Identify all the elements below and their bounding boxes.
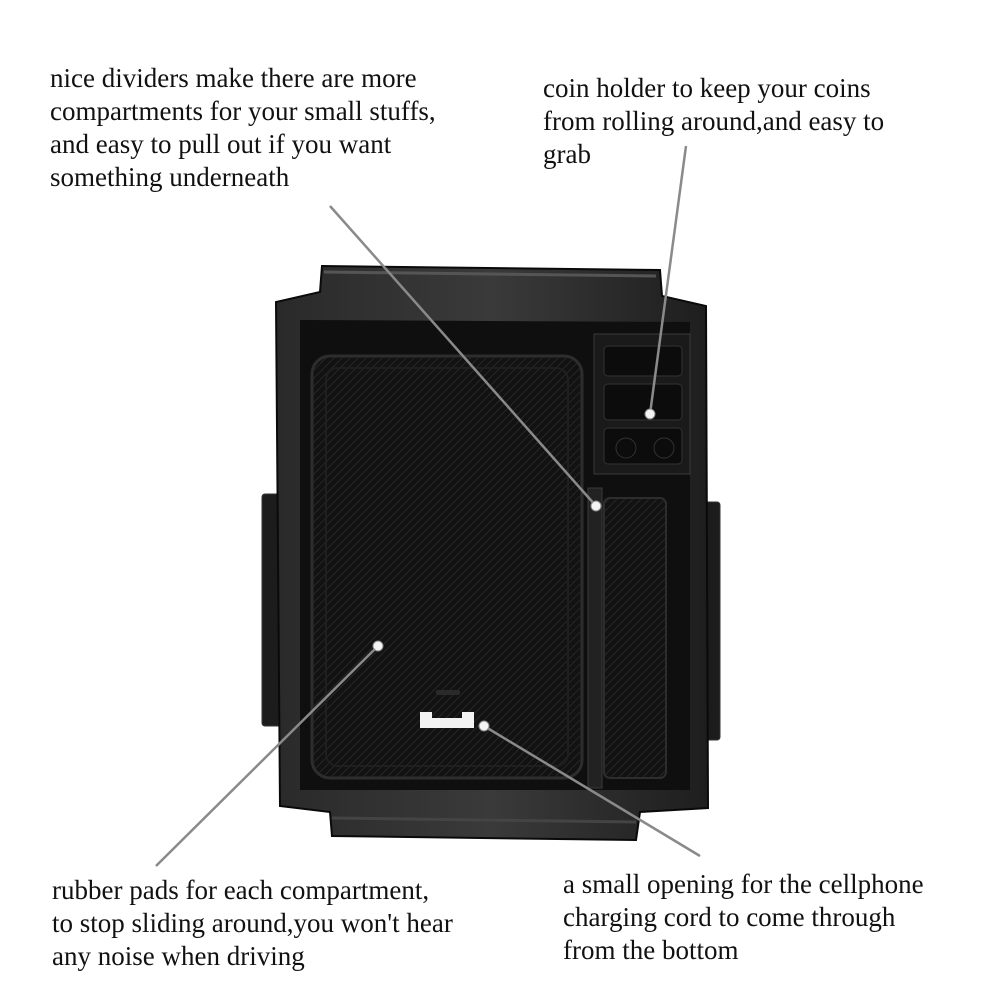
callout-cord-opening: a small opening for the cellphone chargi… <box>563 868 924 967</box>
marker-rubber <box>372 640 384 652</box>
coin-holder <box>593 333 691 475</box>
callout-line: to stop sliding around,you won't hear <box>52 908 453 938</box>
cord-opening <box>420 712 474 728</box>
callout-line: and easy to pull out if you want <box>50 129 392 159</box>
leader-dividers <box>329 205 597 507</box>
callout-coin-holder: coin holder to keep your coins from roll… <box>543 72 884 171</box>
armrest-tray <box>261 264 721 842</box>
callout-rubber-pads: rubber pads for each compartment, to sto… <box>52 874 453 973</box>
marker-dots <box>372 408 656 732</box>
main-rubber-pad <box>310 354 584 780</box>
callout-line: nice dividers make there are more <box>50 63 417 93</box>
callout-line: rubber pads for each compartment, <box>52 875 430 905</box>
leader-rubber <box>155 645 379 867</box>
callout-line: any noise when driving <box>52 941 305 971</box>
callout-line: from rolling around,and easy to <box>543 106 885 136</box>
divider <box>587 487 603 789</box>
callout-line: compartments for your small stuffs, <box>50 96 436 126</box>
marker-opening <box>478 720 490 732</box>
leader-lines <box>155 145 701 867</box>
callout-line: coin holder to keep your coins <box>543 73 871 103</box>
callout-dividers: nice dividers make there are more compar… <box>50 62 436 194</box>
marker-coin <box>644 408 656 420</box>
callout-line: grab <box>543 139 591 169</box>
callout-line: charging cord to come through <box>563 902 896 932</box>
callout-line: a small opening for the cellphone <box>563 869 924 899</box>
leader-coin <box>648 145 688 415</box>
marker-dividers <box>590 500 602 512</box>
side-slot-pad <box>603 497 667 779</box>
callout-line: something underneath <box>50 162 290 192</box>
leader-opening <box>483 724 701 858</box>
callout-line: from the bottom <box>563 935 739 965</box>
